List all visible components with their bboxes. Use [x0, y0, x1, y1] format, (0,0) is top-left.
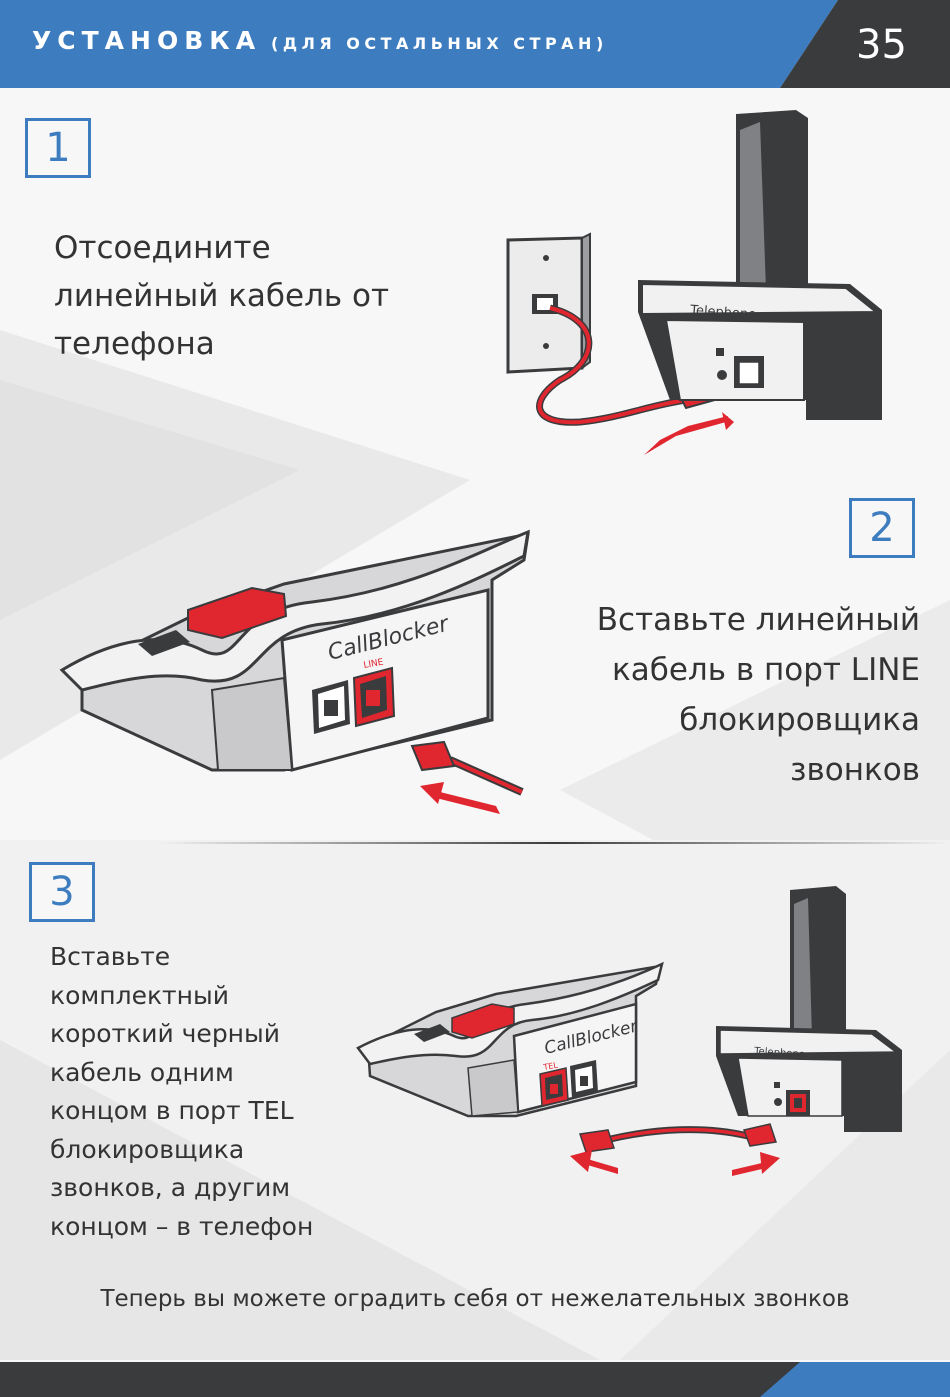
arrow-right — [732, 1152, 780, 1176]
arrow-left — [570, 1150, 618, 1174]
telephone-label-small: Telephone — [753, 1046, 805, 1061]
step-3-illustration: CallBlocker TEL — [356, 886, 902, 1176]
step-1-line: Отсоедините — [54, 230, 271, 266]
header-shapes — [0, 0, 950, 88]
step-2-line: звонков — [790, 752, 920, 788]
step-3-line: короткий черный — [50, 1019, 281, 1048]
step-2-number: 2 — [849, 498, 915, 558]
line-port-label: LINE — [363, 658, 385, 671]
closing-statement: Теперь вы можете оградить себя от нежела… — [100, 1286, 850, 1312]
line-port-small — [570, 1060, 598, 1098]
step-1-line: линейный кабель от — [54, 278, 390, 314]
step-1-number: 1 — [25, 118, 91, 178]
step-3-line: кабель одним — [50, 1057, 234, 1087]
step-2-illustration: CallBlocker LINE — [59, 529, 530, 814]
telephone-label: Telephone — [689, 303, 757, 323]
callblocker-device: CallBlocker LINE — [59, 529, 530, 772]
page-title: УСТАНОВКА (ДЛЯ ОСТАЛЬНЫХ СТРАН) — [32, 26, 608, 55]
step-3-line: блокировщика — [50, 1134, 245, 1164]
line-port — [352, 666, 396, 728]
short-cable — [579, 1123, 777, 1153]
telephone-base: Telephone — [638, 110, 882, 420]
title-subtitle: (ДЛЯ ОСТАЛЬНЫХ СТРАН) — [271, 34, 608, 53]
step-3-number: 3 — [29, 862, 95, 922]
step-3-text: Вставьте комплектный короткий черный каб… — [50, 938, 350, 1246]
step-3-line: комплектный — [50, 980, 229, 1010]
arrow-insert — [420, 782, 500, 814]
step-1-line: телефона — [54, 326, 215, 362]
step-2-line: Вставьте линейный — [596, 602, 920, 638]
title-main: УСТАНОВКА — [32, 26, 262, 55]
callblocker-device-small: CallBlocker TEL — [356, 961, 664, 1118]
step-3-line: звонков, а другим — [50, 1173, 291, 1202]
tel-port — [312, 680, 350, 734]
tel-port-small — [539, 1067, 569, 1107]
arrow-pull-out — [644, 412, 734, 455]
step-1-illustration: Telephone — [506, 110, 882, 455]
section-divider — [160, 842, 950, 844]
line-cable — [410, 740, 524, 796]
step-3-line: концом – в телефон — [50, 1211, 314, 1241]
step-3-line: Вставьте — [50, 942, 171, 971]
wall-jack — [506, 232, 591, 374]
step-2-text: Вставьте линейный кабель в порт LINE бло… — [540, 595, 920, 795]
step-3-line: концом в порт TEL — [50, 1096, 294, 1125]
step-2-line: блокировщика — [679, 702, 920, 738]
telephone-base-small: Telephone — [716, 886, 902, 1132]
step-1-text: Отсоедините линейный кабель от телефона — [54, 224, 454, 368]
footer-band — [0, 1362, 950, 1397]
page-number: 35 — [856, 22, 907, 68]
tel-port-label: TEL — [542, 1061, 559, 1073]
step-2-line: кабель в порт LINE — [612, 652, 920, 688]
header-banner: УСТАНОВКА (ДЛЯ ОСТАЛЬНЫХ СТРАН) 35 — [0, 0, 950, 88]
